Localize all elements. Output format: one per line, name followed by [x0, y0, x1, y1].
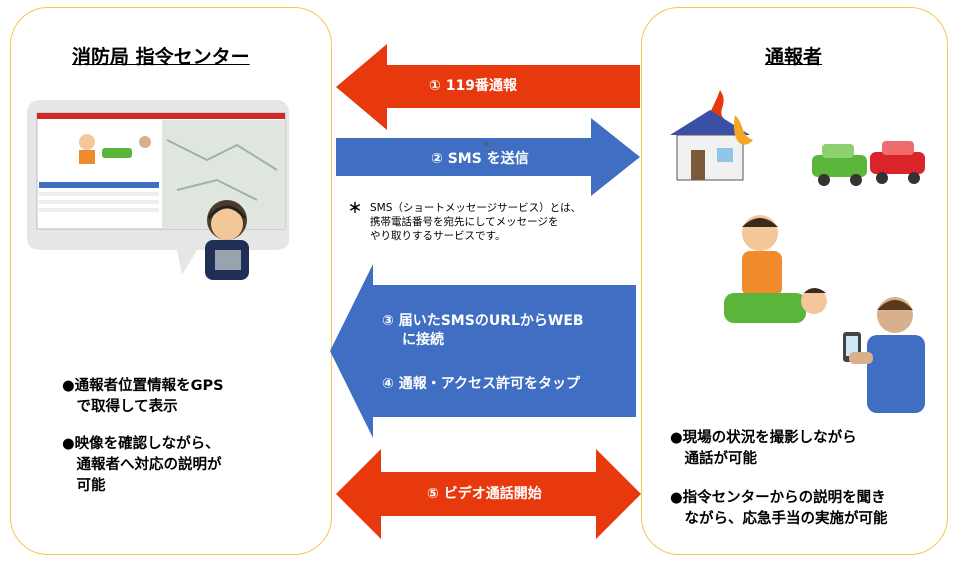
left-bullet-gps-line2: で取得して表示 [62, 399, 178, 415]
car-crash-illustration [812, 141, 925, 186]
step3-line1: ③ 届いたSMSのURLからWEB [382, 313, 584, 329]
step1-label: ① 119番通報 [429, 78, 517, 94]
right-bullet-firstaid-line1: ●指令センターからの説明を聞き [670, 490, 886, 506]
right-bullet-filming-line2: 通話が可能 [670, 451, 757, 467]
left-bullet-video: ●映像を確認しながら、 通報者へ対応の説明が 可能 [62, 434, 222, 497]
step3-line2: に接続 [402, 332, 444, 348]
arrow-video-call [336, 449, 641, 539]
right-bullet-firstaid: ●指令センターからの説明を聞き ながら、応急手当の実施が可能 [670, 488, 888, 530]
left-bullet-video-line2: 通報者へ対応の説明が [62, 457, 222, 473]
left-bullet-gps-line1: ●通報者位置情報をGPS [62, 378, 224, 394]
right-bullet-filming-line1: ●現場の状況を撮影しながら [670, 430, 857, 446]
fire-department-panel [10, 7, 332, 555]
caller-with-phone-illustration [843, 297, 925, 413]
dispatch-screen-illustration [27, 100, 289, 280]
caller-panel [641, 7, 948, 555]
right-bullet-firstaid-line2: ながら、応急手当の実施が可能 [670, 511, 888, 527]
sms-note: SMS（ショートメッセージサービス）とは、 携帯電話番号を宛先にしてメッセージを… [370, 201, 581, 243]
arrow-sms-send [336, 118, 640, 196]
step4-label: ④ 通報・アクセス許可をタップ [382, 376, 581, 392]
sms-note-line1: SMS（ショートメッセージサービス）とは、 [370, 202, 582, 214]
step3-label: ③ 届いたSMSのURLからWEB に接続 [382, 312, 584, 350]
left-bullet-gps: ●通報者位置情報をGPS で取得して表示 [62, 376, 224, 418]
left-bullet-video-line3: 可能 [62, 478, 106, 494]
sms-note-line3: やり取りするサービスです。 [370, 230, 506, 242]
right-bullet-filming: ●現場の状況を撮影しながら 通話が可能 [670, 428, 857, 470]
arrow-web-connect [330, 264, 636, 438]
burning-house-illustration [670, 90, 753, 181]
step5-label: ⑤ ビデオ通話開始 [427, 486, 542, 502]
caller-title: 通報者 [765, 46, 823, 68]
fire-department-title: 消防局 指令センター [72, 46, 250, 68]
cpr-illustration [724, 215, 827, 323]
step2-reference-mark: ※ [483, 140, 490, 149]
left-bullet-video-line1: ●映像を確認しながら、 [62, 436, 220, 452]
note-asterisk: ＊ [348, 201, 362, 217]
sms-note-line2: 携帯電話番号を宛先にしてメッセージを [370, 216, 559, 228]
arrow-119-call [336, 44, 640, 130]
step2-label: ② SMS を送信 [431, 151, 529, 167]
